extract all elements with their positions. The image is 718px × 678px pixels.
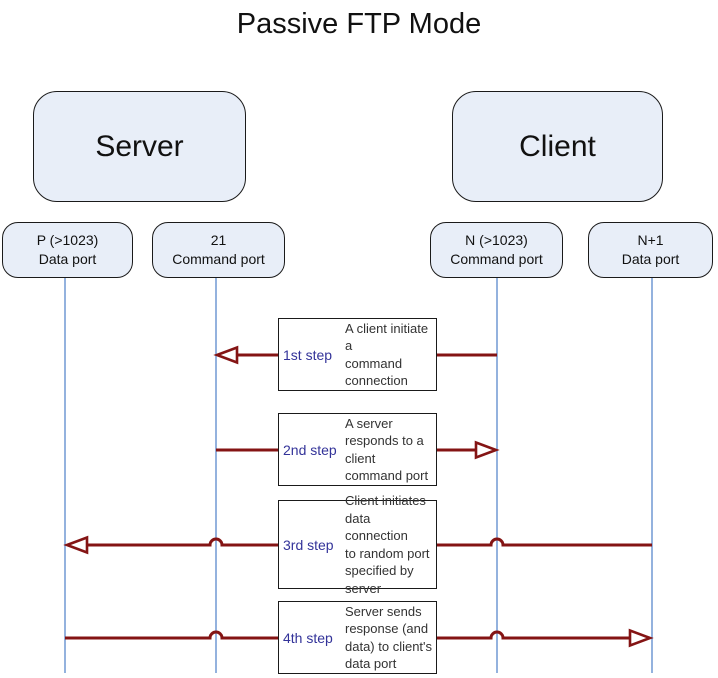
step-3-box: 3rd step Client initiates data connectio… <box>278 493 437 596</box>
port-server-data-label: Data port <box>38 251 97 267</box>
step-1-box: 1st step A client initiate a command con… <box>278 318 437 391</box>
step-1-label: 1st step <box>283 346 333 363</box>
step-2-label: 2nd step <box>283 441 337 458</box>
arrowhead-step-3-left <box>63 535 89 555</box>
port-client-data: N+1 Data port <box>588 222 713 278</box>
arrowhead-step-4-right <box>628 628 654 648</box>
step-2-description: A server responds to a client command po… <box>345 415 429 484</box>
port-server-data-number: P (>1023) <box>36 232 99 248</box>
step-1-description: A client initiate a command connection <box>345 320 429 389</box>
step-4-box: 4th step Server sends response (and data… <box>278 601 437 674</box>
step-3-description: Client initiates data connection to rand… <box>345 493 430 596</box>
actor-server-label: Server <box>95 129 184 163</box>
actor-server: Server <box>33 91 246 202</box>
port-server-command: 21 Command port <box>152 222 285 278</box>
step-3-label: 3rd step <box>283 536 334 553</box>
port-client-command-number: N (>1023) <box>465 232 528 248</box>
port-server-command-number: 21 <box>210 232 227 248</box>
port-client-command-label: Command port <box>450 251 543 267</box>
port-client-command: N (>1023) Command port <box>430 222 563 278</box>
step-2-box: 2nd step A server responds to a client c… <box>278 413 437 486</box>
actor-client: Client <box>452 91 663 202</box>
port-client-data-number: N+1 <box>637 232 664 248</box>
port-client-data-label: Data port <box>621 251 680 267</box>
diagram-title: Passive FTP Mode <box>236 8 482 40</box>
step-4-label: 4th step <box>283 629 333 646</box>
step-4-description: Server sends response (and data) to clie… <box>345 603 433 672</box>
actor-client-label: Client <box>519 129 596 163</box>
arrowhead-step-1-left <box>213 345 239 365</box>
port-server-data: P (>1023) Data port <box>2 222 133 278</box>
port-server-command-label: Command port <box>172 251 265 267</box>
arrowhead-step-2-right <box>474 440 500 460</box>
